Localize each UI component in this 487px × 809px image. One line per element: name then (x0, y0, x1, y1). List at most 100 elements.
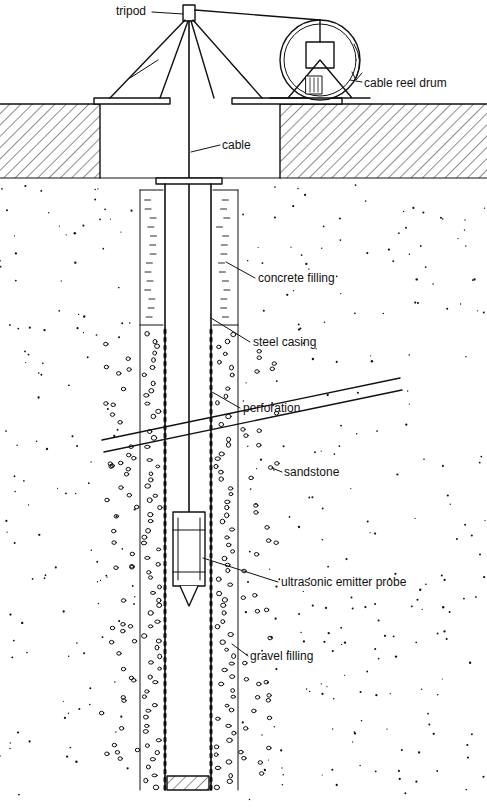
sandstone-dot (384, 635, 386, 637)
sandstone-dot (0, 755, 1, 757)
sandstone-dot (0, 260, 1, 261)
sandstone-dot (261, 262, 263, 264)
gravel-stone (148, 512, 153, 516)
sandstone-dot (99, 219, 101, 221)
sandstone-dot (38, 372, 40, 374)
gravel-stone (152, 358, 156, 363)
gravel-stone (110, 413, 114, 417)
gravel-stone (121, 629, 125, 633)
sandstone-dot (446, 308, 448, 310)
sandstone-dot (405, 227, 407, 229)
gravel-stone (214, 464, 218, 468)
sandstone-dot (63, 701, 64, 702)
gravel-stone (148, 611, 153, 616)
sandstone-dot (6, 209, 8, 211)
casing-cap (156, 178, 222, 184)
sandstone-dot (42, 362, 44, 364)
sandstone-dot (365, 200, 367, 202)
concrete-boundary (140, 190, 238, 325)
sandstone-dot (352, 741, 353, 742)
gravel-stone (275, 462, 279, 466)
platform-plank (94, 98, 170, 104)
gravel-stone (214, 753, 218, 757)
gravel-stone (232, 654, 236, 659)
sandstone-dot (40, 190, 42, 192)
gravel-stone (121, 387, 125, 391)
sandstone-dot (407, 390, 408, 391)
sandstone-dot (457, 238, 458, 239)
sandstone-dot (371, 360, 373, 362)
probe-detail (173, 518, 205, 580)
sandstone-dot (263, 310, 265, 312)
sandstone-dot (292, 205, 294, 207)
sandstone-dot (301, 254, 303, 256)
gravel-stone (150, 365, 155, 369)
concrete-dash (150, 218, 156, 219)
gravel-stone (147, 459, 152, 462)
sandstone-dot (416, 278, 418, 280)
sandstone-dot (336, 361, 338, 363)
gravel-stone (220, 519, 225, 524)
sandstone-dot (331, 769, 333, 771)
gravel-stone (218, 360, 222, 364)
sandstone-dot (456, 538, 458, 540)
sandstone-dot (480, 456, 482, 458)
sandstone-dot (274, 186, 276, 188)
concrete-dash (219, 272, 225, 273)
sandstone-dot (374, 648, 376, 650)
gravel-stone (112, 743, 116, 747)
sandstone-dot (323, 641, 325, 643)
sandstone-dot (405, 424, 407, 426)
sandstone-dot (57, 488, 58, 489)
sandstone-dot (463, 598, 465, 600)
sandstone-dot (98, 603, 100, 605)
gravel-stone (268, 636, 272, 640)
sandstone-dot (321, 248, 322, 249)
sandstone-dot (118, 287, 120, 289)
gravel-stone (231, 695, 235, 698)
sandstone-dot (303, 640, 305, 642)
probe-body (173, 512, 205, 586)
gravel-stone (145, 445, 150, 448)
gravel-stone (114, 566, 118, 570)
sandstone-dot (68, 712, 69, 713)
gravel-stone (151, 591, 156, 594)
sandstone-dot (14, 475, 16, 477)
sandstone-dot (311, 496, 313, 498)
gravel-stone (158, 585, 162, 589)
sandstone-dot (75, 493, 76, 494)
gravel-stone (225, 704, 229, 707)
sandstone-dot (282, 774, 284, 776)
sandstone-dot (409, 253, 410, 254)
sandstone-dot (102, 636, 104, 638)
gravel-stone (267, 694, 271, 698)
sandstone-dot (245, 611, 247, 613)
gravel-stone (255, 370, 259, 374)
sandstone-dot (26, 652, 28, 654)
sandstone-dot (403, 211, 404, 212)
concrete-dash (148, 227, 154, 228)
sandstone-dot (59, 225, 60, 226)
sandstone-dot (375, 771, 377, 773)
sandstone-dot (63, 610, 65, 612)
probe-tip (180, 586, 198, 606)
sandstone-dot (113, 435, 115, 437)
gravel-stone (225, 563, 230, 566)
part-label: steel casing (253, 335, 316, 349)
sandstone-dot (14, 235, 15, 236)
reel-motor-fins (310, 78, 318, 92)
gravel-stone (244, 727, 248, 731)
sandstone-dot (450, 504, 451, 505)
sandstone-dot (70, 747, 72, 749)
sandstone-dot (376, 430, 378, 432)
sandstone-dot (82, 225, 84, 227)
gravel-stone (222, 668, 227, 671)
sandstone-dot (14, 542, 16, 544)
gravel-stone (157, 598, 161, 602)
gravel-stone (157, 603, 162, 607)
sandstone-dot (322, 774, 323, 775)
sandstone-dot (269, 569, 270, 570)
sandstone-dot (393, 635, 395, 637)
sandstone-dot (78, 314, 79, 315)
gravel-stone (264, 680, 268, 684)
